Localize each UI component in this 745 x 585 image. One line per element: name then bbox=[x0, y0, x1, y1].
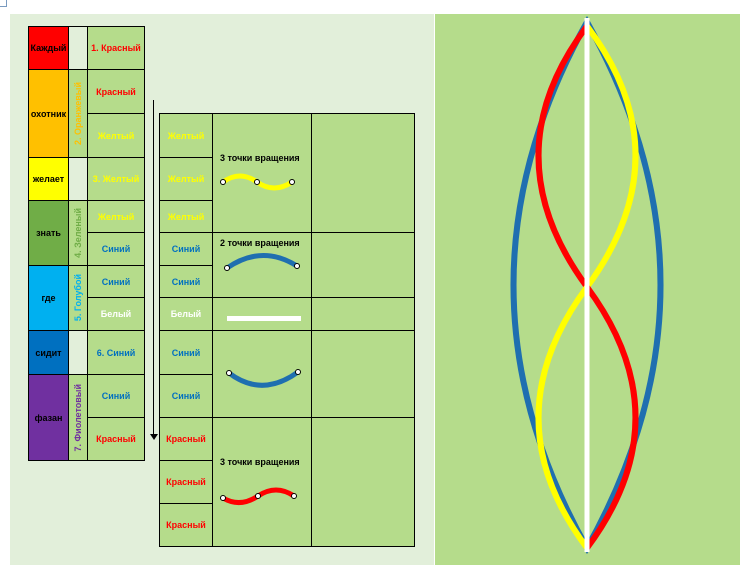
num-6: 6. Синий bbox=[96, 347, 136, 358]
empty-cell-2 bbox=[311, 232, 415, 298]
word-cell-7: фазан bbox=[28, 374, 69, 461]
d-cell-2: Желтый bbox=[159, 157, 213, 201]
blue-pivot-2 bbox=[294, 263, 300, 269]
num-3: 3. Желтый bbox=[92, 174, 140, 184]
empty-cell-5 bbox=[311, 417, 415, 547]
num-1: 1. Красный bbox=[91, 43, 141, 53]
down-arrow-icon bbox=[150, 434, 158, 440]
diagram-cell-white bbox=[212, 297, 312, 331]
c-7: Синий bbox=[101, 391, 131, 401]
red-pivot-2 bbox=[255, 493, 261, 499]
c-cell-8: Красный bbox=[87, 417, 145, 461]
d-cell-4: Синий bbox=[159, 232, 213, 266]
yellow-lower-curve bbox=[535, 285, 590, 550]
d-4: Синий bbox=[171, 244, 201, 254]
blue-arc-bottom bbox=[227, 369, 300, 388]
num-cell-6: 6. Синий bbox=[87, 330, 145, 375]
word-4: знать bbox=[36, 228, 61, 238]
d-3: Желтый bbox=[167, 211, 205, 222]
word-3: желает bbox=[32, 174, 65, 184]
empty-cell-3 bbox=[311, 297, 415, 331]
word-2: охотник bbox=[30, 108, 67, 119]
d-2: Желтый bbox=[167, 174, 205, 184]
c-cell-7: Синий bbox=[87, 374, 145, 418]
empty-cell-4 bbox=[311, 330, 415, 418]
word-7: фазан bbox=[34, 412, 63, 423]
d-cell-3: Желтый bbox=[159, 200, 213, 233]
c-6: Белый bbox=[100, 309, 132, 319]
window-corner-icon bbox=[0, 0, 7, 7]
d-10: Красный bbox=[166, 477, 206, 487]
red-diagram-title: 3 точки вращения bbox=[220, 457, 300, 467]
yellow-pivot-3 bbox=[289, 179, 295, 185]
c-4: Синий bbox=[101, 244, 131, 254]
down-arrow-line bbox=[153, 100, 154, 436]
d-cell-11: Красный bbox=[159, 503, 213, 547]
d-5: Синий bbox=[171, 276, 201, 287]
blue-diagram-title: 2 точки вращения bbox=[220, 238, 300, 248]
blue-pivot-1 bbox=[224, 265, 230, 271]
yellow-pivot-2 bbox=[254, 179, 260, 185]
c-3: Желтый bbox=[97, 211, 135, 222]
red-pivot-3 bbox=[291, 493, 297, 499]
c-8: Красный bbox=[96, 434, 136, 444]
d-7: Синий bbox=[171, 347, 201, 358]
word-1: Каждый bbox=[30, 43, 67, 53]
blue2-pivot-1 bbox=[226, 370, 232, 376]
c-cell-1: Красный bbox=[87, 69, 145, 114]
c-2: Желтый bbox=[97, 130, 135, 141]
d-cell-1: Желтый bbox=[159, 113, 213, 158]
num-cell-3: 3. Желтый bbox=[87, 157, 145, 201]
blue2-pivot-2 bbox=[295, 369, 301, 375]
empty-cell-1 bbox=[311, 113, 415, 233]
d-cell-7: Синий bbox=[159, 330, 213, 375]
word-cell-3: желает bbox=[28, 157, 69, 201]
word-6: сидит bbox=[35, 347, 62, 358]
yellow-pivot-1 bbox=[220, 179, 226, 185]
c-5: Синий bbox=[101, 276, 131, 287]
yellow-diagram-title: 3 точки вращения bbox=[220, 153, 300, 163]
red-pivot-1 bbox=[220, 495, 226, 501]
yellow-upper-curve bbox=[584, 24, 639, 289]
c-1: Красный bbox=[96, 86, 136, 97]
diagram-cell-yellow bbox=[212, 113, 312, 233]
diagram-cell-red bbox=[212, 417, 312, 547]
blue-arc-top bbox=[225, 253, 299, 271]
red-upper-curve bbox=[535, 24, 590, 289]
c-cell-6: Белый bbox=[87, 297, 145, 331]
c-cell-2: Желтый bbox=[87, 113, 145, 158]
d-8: Синий bbox=[171, 391, 201, 401]
d-1: Желтый bbox=[167, 130, 205, 141]
red-lower-curve bbox=[584, 285, 639, 550]
word-5: где bbox=[41, 293, 56, 303]
d-6: Белый bbox=[170, 309, 202, 319]
white-straight-bar bbox=[227, 316, 301, 321]
d-11: Красный bbox=[166, 520, 206, 530]
d-9: Красный bbox=[166, 434, 206, 444]
